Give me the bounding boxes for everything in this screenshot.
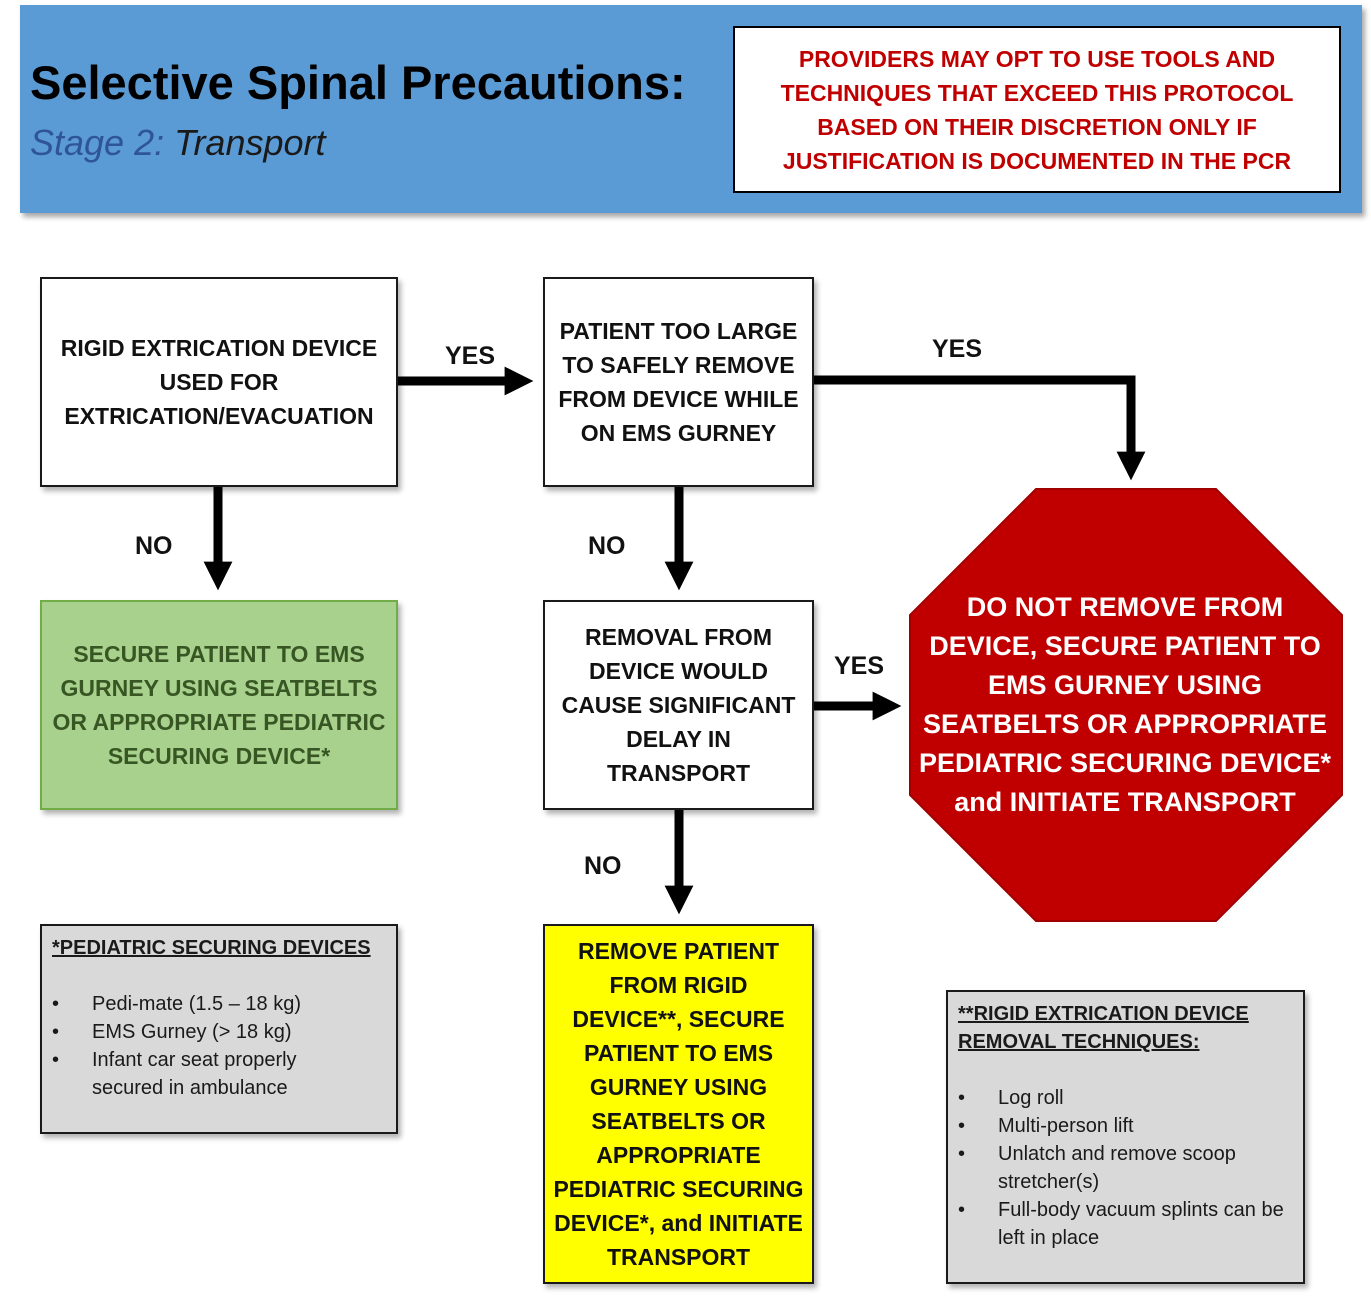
label-no-delay: NO xyxy=(584,852,622,880)
stage-label: Stage 2: xyxy=(30,122,165,163)
list-item: Infant car seat properly secured in ambu… xyxy=(52,1046,386,1102)
list-item: Pedi-mate (1.5 – 18 kg) xyxy=(52,990,386,1018)
pediatric-devices-list: Pedi-mate (1.5 – 18 kg) EMS Gurney (> 18… xyxy=(52,990,386,1102)
node-rigid-device: RIGID EXTRICATION DEVICE USED FOR EXTRIC… xyxy=(40,277,398,487)
removal-techniques-title: **RIGID EXTRICATION DEVICE REMOVAL TECHN… xyxy=(958,1003,1249,1053)
list-item: Full-body vacuum splints can be left in … xyxy=(958,1196,1293,1252)
stop-sign-octagon xyxy=(909,488,1343,922)
node-stop-text: DO NOT REMOVE FROM DEVICE, SECURE PATIEN… xyxy=(918,592,1332,817)
node-too-large: PATIENT TOO LARGE TO SAFELY REMOVE FROM … xyxy=(543,277,814,487)
label-yes-too-large: YES xyxy=(932,335,983,363)
pediatric-devices-title: *PEDIATRIC SECURING DEVICES xyxy=(52,937,371,959)
pediatric-devices-note: *PEDIATRIC SECURING DEVICES Pedi-mate (1… xyxy=(40,924,398,1134)
label-yes-delay: YES xyxy=(834,652,885,680)
list-item: Multi-person lift xyxy=(958,1112,1293,1140)
label-no-rigid: NO xyxy=(135,532,173,560)
label-yes-rigid: YES xyxy=(445,342,496,370)
node-secure-patient: SECURE PATIENT TO EMS GURNEY USING SEATB… xyxy=(40,600,398,810)
page-subtitle: Stage 2: Transport xyxy=(30,122,326,164)
removal-techniques-note: **RIGID EXTRICATION DEVICE REMOVAL TECHN… xyxy=(946,990,1305,1284)
list-item: Unlatch and remove scoop stretcher(s) xyxy=(958,1140,1293,1196)
page-title: Selective Spinal Precautions: xyxy=(30,56,686,109)
node-remove-patient: REMOVE PATIENT FROM RIGID DEVICE**, SECU… xyxy=(543,924,814,1284)
arrow-too-large-yes xyxy=(811,375,1146,481)
removal-techniques-list: Log roll Multi-person lift Unlatch and r… xyxy=(958,1084,1293,1252)
list-item: Log roll xyxy=(958,1084,1293,1112)
stage-name: Transport xyxy=(174,122,326,163)
provider-notice: PROVIDERS MAY OPT TO USE TOOLS AND TECHN… xyxy=(733,26,1341,193)
label-no-too-large: NO xyxy=(588,532,626,560)
node-delay: REMOVAL FROM DEVICE WOULD CAUSE SIGNIFIC… xyxy=(543,600,814,810)
list-item: EMS Gurney (> 18 kg) xyxy=(52,1018,386,1046)
